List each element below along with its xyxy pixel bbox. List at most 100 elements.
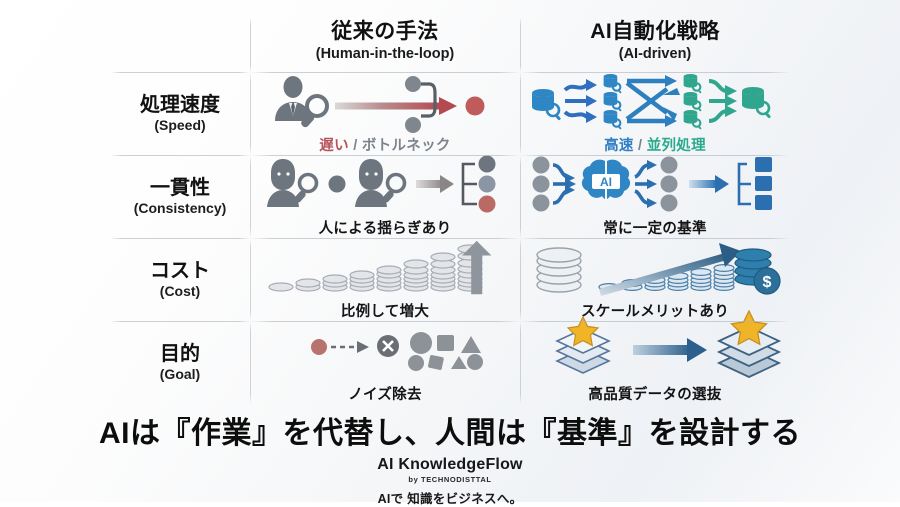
person-bottleneck-illustration: [275, 76, 485, 133]
cell-consistency-left: 人による揺らぎあり: [250, 155, 520, 238]
row-label-cost-ja: コスト: [150, 260, 210, 282]
cell-consistency-right: AI: [520, 155, 790, 238]
node-converge-icon: [421, 82, 437, 118]
uniform-blue-squares-icon: [755, 157, 772, 210]
cross-circle-icon: [377, 335, 399, 357]
row-label-speed-en: (Speed): [154, 117, 206, 133]
caption-speed-right: 高速 / 並列処理: [604, 134, 706, 155]
money-coins-dollar-icon: $: [734, 248, 781, 295]
caption-cost-left-1: 比例して増大: [340, 304, 430, 320]
row-label-goal: 目的 (Goal): [110, 321, 250, 404]
cell-speed-left: 遅い / ボトルネック: [250, 72, 520, 155]
caption-cost-right: スケールメリットあり: [581, 300, 729, 321]
caption-speed-right-2: 並列処理: [646, 138, 706, 154]
branch-lines-icon: [461, 162, 477, 206]
caption-cost-right-1: スケールメリットあり: [581, 304, 729, 320]
art-speed-right: [520, 72, 790, 130]
cell-cost-left: 比例して増大: [250, 238, 520, 321]
row-label-consistency: 一貫性 (Consistency): [110, 155, 250, 238]
art-goal-right: [520, 309, 790, 379]
database-column-icon: [603, 74, 622, 130]
comparison-table: 従来の手法 (Human-in-the-loop) AI自動化戦略 (AI-dr…: [110, 18, 790, 404]
caption-speed-left-2: ボトルネック: [361, 138, 451, 154]
rising-coin-stacks-icon: [268, 244, 483, 292]
row-label-consistency-en: (Consistency): [133, 200, 227, 216]
ai-brain-icon: AI: [581, 159, 631, 199]
caption-consistency-right: 常に一定の基準: [603, 217, 707, 238]
gray-up-arrow-icon: [462, 240, 492, 295]
teal-converge-arrows-icon: [708, 79, 728, 123]
caption-goal-left-1: ノイズ除去: [348, 387, 422, 403]
art-speed-left: [250, 72, 520, 133]
blue-trend-arrow-icon: [599, 253, 727, 296]
magnifier-glass-icon-2: [382, 172, 407, 203]
caption-speed-right-1: 高速: [604, 138, 634, 154]
output-arrows-icon: [634, 163, 650, 205]
row-label-consistency-ja: 一貫性: [150, 177, 210, 199]
cell-goal-right: 高品質データの選抜: [520, 309, 790, 404]
gray-arrow-icon: [416, 180, 442, 188]
art-cost-left: [250, 238, 520, 296]
caption-consistency-right-1: 常に一定の基準: [603, 221, 707, 237]
cell-cost-right: $ スケールメリットあり: [520, 238, 790, 321]
node-bottom-icon: [405, 117, 421, 133]
row-label-speed: 処理速度 (Speed): [110, 72, 250, 155]
caption-speed-left-sep: /: [348, 138, 362, 154]
red-dot-icon: [311, 339, 327, 355]
gray-dots-icon: [532, 156, 550, 212]
crossing-arrows-icon: [625, 78, 669, 124]
human-variance-illustration: [267, 155, 496, 213]
brand-by: by TECHNODISTTAL: [408, 475, 492, 484]
column-header-left: 従来の手法 (Human-in-the-loop): [250, 18, 520, 72]
column-header-right-en: (AI-driven): [618, 46, 692, 63]
database-search-icon: [532, 89, 561, 121]
svg-text:$: $: [763, 274, 772, 291]
column-header-left-en: (Human-in-the-loop): [315, 46, 455, 63]
column-header-right-ja: AI自動化戦略: [590, 20, 720, 43]
branch-lines-blue-icon: [737, 162, 751, 206]
node-top-icon: [405, 76, 421, 92]
headline: AIは『作業』を代替し、人間は『基準』を設計する: [99, 417, 801, 450]
caption-consistency-left: 人による揺らぎあり: [319, 217, 452, 238]
branch-dot-blue-gray-icon: [478, 175, 496, 193]
cell-speed-right: 高速 / 並列処理: [520, 72, 790, 155]
woman-magnifier-icon: [267, 159, 299, 207]
row-label-goal-ja: 目的: [160, 343, 200, 365]
noise-removal-illustration: [311, 332, 483, 371]
coin-stack-icon: [536, 247, 582, 293]
input-arrows-icon: [552, 163, 568, 205]
magnifier-glass-icon-1: [294, 172, 319, 203]
parallel-pipeline-illustration: [532, 74, 771, 130]
brand-name: AI KnowledgeFlow: [377, 456, 523, 473]
row-label-cost-en: (Cost): [159, 283, 201, 299]
art-cost-right: $: [520, 238, 790, 296]
blue-fanout-arrows-icon: [563, 83, 589, 119]
man-magnifier-icon: [355, 159, 387, 207]
caption-cost-left: 比例して増大: [341, 300, 429, 321]
art-consistency-left: [250, 155, 520, 213]
row-label-cost: コスト (Cost): [110, 238, 250, 321]
brand-tagline: AIで 知識をビジネスへ。: [377, 492, 523, 506]
database-final-icon: [742, 87, 771, 119]
column-header-right: AI自動化戦略 (AI-driven): [520, 18, 790, 72]
star-stack-icon: [555, 315, 611, 374]
branch-dot-red-icon: [478, 195, 496, 213]
branch-dot-gray-icon: [478, 155, 496, 173]
column-header-left-ja: 従来の手法: [331, 20, 439, 43]
caption-goal-right: 高品質データの選抜: [588, 383, 721, 404]
noise-rubble-icon: [408, 332, 483, 371]
cell-goal-left: ノイズ除去: [250, 321, 520, 404]
brand-block: AI KnowledgeFlow by TECHNODISTTAL AIで 知識…: [0, 456, 900, 507]
svg-text:AI: AI: [600, 175, 612, 189]
gray-dot-icon: [328, 175, 346, 193]
caption-goal-right-1: 高品質データの選抜: [588, 387, 722, 403]
caption-speed-left: 遅い / ボトルネック: [319, 134, 450, 155]
caption-goal-left: ノイズ除去: [348, 383, 422, 404]
caption-speed-left-1: 遅い: [319, 138, 349, 154]
gradient-arrow-icon: [335, 102, 441, 110]
row-label-speed-ja: 処理速度: [140, 94, 220, 116]
art-goal-left: [250, 321, 520, 379]
magnifier-glass-icon: [301, 94, 329, 128]
table-corner-blank: [110, 18, 250, 72]
rising-cost-illustration: [268, 240, 492, 295]
